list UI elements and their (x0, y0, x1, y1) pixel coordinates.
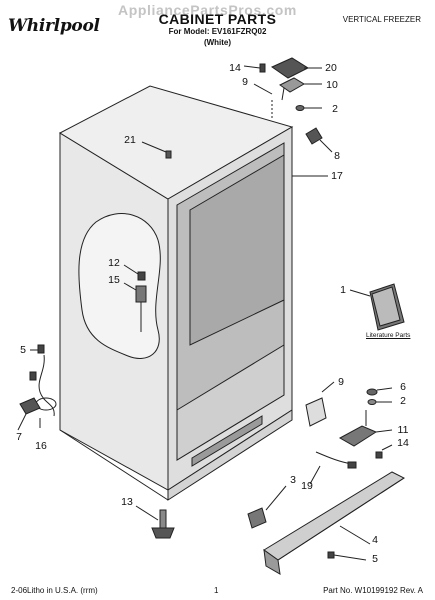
part-12-screw (123, 264, 146, 281)
callout-9-top: 9 (242, 76, 248, 88)
part-7-bracket (17, 397, 41, 431)
cabinet-interior-back (189, 154, 285, 346)
callout-8: 8 (334, 150, 340, 162)
callout-20: 20 (325, 62, 337, 74)
part-16-power-cord (29, 354, 57, 428)
callout-13: 13 (121, 496, 133, 508)
page-title: CABINET PARTS (158, 11, 277, 27)
model-line: For Model: EV161FZRQ02 (168, 27, 267, 36)
callout-2-bottom: 2 (400, 395, 406, 407)
part-15-sleeve (123, 282, 147, 332)
color-line: (White) (203, 38, 232, 47)
part-10-top-hinge (279, 77, 322, 101)
part-2-washer-bottom (367, 399, 392, 405)
callout-9-bottom: 9 (338, 376, 344, 388)
literature-parts-label: Literature Parts (366, 332, 411, 339)
callout-5-bottom: 5 (372, 553, 378, 565)
callout-2-top: 2 (332, 103, 338, 115)
part-13-leveling-leg (135, 505, 175, 539)
part-4-toe-grille (263, 471, 406, 575)
part-5-screw-bottom (327, 551, 367, 561)
footer-print-info: 2-06Litho in U.S.A. (rrm) (11, 586, 98, 595)
cabinet-interior-floor (176, 344, 285, 461)
part-1-literature (349, 283, 405, 331)
callout-14-top: 14 (229, 62, 241, 74)
part-11-bottom-hinge (338, 410, 393, 447)
part-5-screw-left (30, 344, 45, 354)
brand-logo: Whirlpool (8, 16, 100, 36)
part-19-wire (309, 451, 357, 485)
callout-12: 12 (108, 257, 120, 269)
callout-7: 7 (16, 431, 22, 443)
callout-21: 21 (124, 134, 136, 146)
callout-15: 15 (108, 274, 120, 286)
callout-16: 16 (35, 440, 47, 452)
cabinet-base (167, 409, 293, 501)
callout-1: 1 (340, 284, 346, 296)
side-cutaway (78, 213, 161, 359)
callout-10: 10 (326, 79, 338, 91)
part-20-hinge-cover (270, 57, 322, 79)
footer-part-number: Part No. W10199192 Rev. A (323, 586, 423, 595)
part-3-grille-clip (247, 485, 287, 529)
part-14-screw-top (243, 63, 266, 73)
leader-9-top (253, 83, 273, 95)
callout-5-left: 5 (20, 344, 26, 356)
part-9-bracket-bottom (305, 381, 335, 427)
footer-page-number: 1 (214, 586, 219, 595)
callout-17: 17 (331, 170, 343, 182)
base-vent (191, 415, 263, 467)
callout-19: 19 (301, 480, 313, 492)
callout-14-bottom: 14 (397, 437, 409, 449)
product-type: VERTICAL FREEZER (342, 15, 421, 24)
part-6-cap (366, 387, 393, 396)
callout-6: 6 (400, 381, 406, 393)
watermark: AppliancePartsPros.com (118, 2, 297, 18)
callout-3: 3 (290, 474, 296, 486)
callout-11: 11 (397, 424, 409, 436)
part-2-washer-top (295, 105, 322, 111)
callout-4: 4 (372, 534, 378, 546)
part-8-bracket (305, 127, 333, 153)
part-14-screw-bottom (375, 444, 393, 459)
part-21-screw (141, 141, 172, 159)
